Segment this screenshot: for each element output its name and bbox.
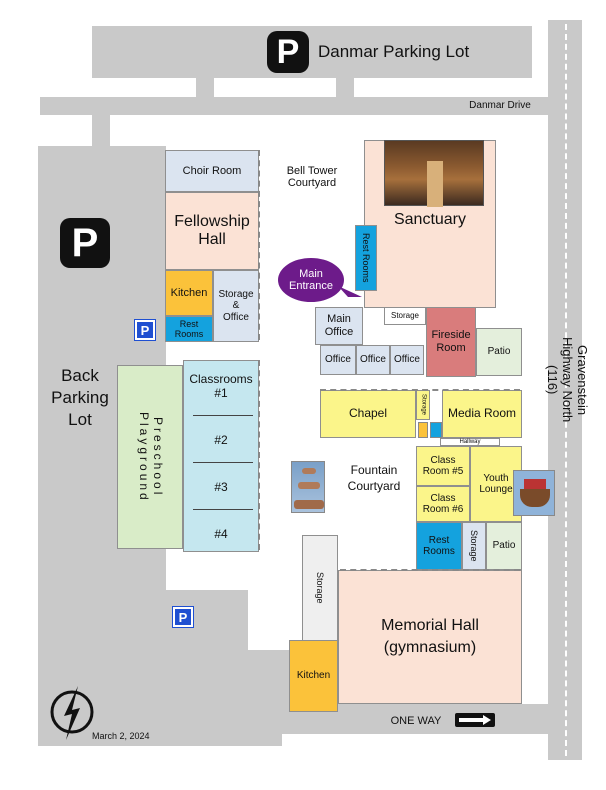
one-way-label: ONE WAY: [390, 715, 442, 727]
fountain-tier: [294, 500, 324, 509]
kitchen-south: Kitchen: [289, 640, 338, 712]
main-office: Main Office: [315, 307, 363, 345]
classroom-6: Class Room #6: [416, 486, 470, 522]
door-marking: [258, 150, 260, 340]
preschool-playground: Preschool Playground: [117, 365, 183, 549]
back-drive-connector: [92, 115, 110, 147]
classroom-5: Class Room #5: [416, 446, 470, 486]
classroom-divider: [193, 415, 253, 416]
restroom-chapel-orange: [418, 422, 428, 438]
lot-connector: [196, 78, 214, 98]
sanctuary-photo-aisle: [427, 161, 443, 207]
parking-icon: P: [60, 218, 110, 268]
storage-small: Storage: [384, 307, 426, 325]
north-arrow-ring: [50, 690, 94, 734]
north-arrow-icon: [50, 686, 94, 740]
restrooms-north: Rest Rooms: [165, 316, 213, 342]
danmar-drive: [40, 97, 548, 115]
restrooms-sanctuary: Rest Rooms: [355, 225, 377, 291]
office-3: Office: [390, 345, 424, 375]
entrance-arrow: [338, 286, 362, 297]
restrooms-south: Rest Rooms: [416, 522, 462, 570]
fountain-courtyard-label: Fountain Courtyard: [347, 463, 401, 493]
office-2: Office: [356, 345, 390, 375]
restroom-chapel-blue: [430, 422, 442, 438]
storage-gym: Storage: [302, 535, 338, 641]
storage-office: Storage & Office: [213, 270, 259, 342]
highway-center-line: [565, 24, 567, 756]
fountain-photo: [291, 461, 325, 513]
ark-hull: [520, 489, 550, 507]
fountain-tier: [298, 482, 320, 489]
north-arrow-pointer: [64, 686, 80, 740]
classrooms-block: [183, 360, 259, 552]
highway-label: Gravenstein Highway North (116): [545, 337, 590, 423]
lot-connector: [336, 78, 354, 98]
danmar-drive-label: Danmar Drive: [469, 100, 531, 111]
danmar-parking-lot-label: Danmar Parking Lot: [318, 42, 470, 61]
patio-south: Patio: [486, 522, 522, 570]
kitchen-north: Kitchen: [165, 270, 213, 316]
main-entrance-marker[interactable]: Main Entrance: [278, 258, 344, 302]
patio-north: Patio: [476, 328, 522, 376]
storage-south: Storage: [462, 522, 486, 570]
map-date: March 2, 2024: [92, 731, 150, 741]
door-marking: [258, 360, 260, 550]
lower-lot-step: [248, 650, 292, 710]
office-1: Office: [320, 345, 356, 375]
classroom-2: #2: [214, 433, 228, 447]
memorial-hall: Memorial Hall (gymnasium): [338, 570, 522, 704]
one-way-arrow-shape: [459, 715, 491, 725]
back-parking-lot-label: Back Parking Lot: [51, 366, 109, 430]
door-marking: [340, 569, 520, 571]
media-room: Media Room: [442, 390, 522, 438]
parking-icon: P: [267, 31, 309, 73]
accessible-parking-icon: P: [172, 606, 194, 628]
fireside-room: Fireside Room: [426, 307, 476, 377]
fountain-tier: [302, 468, 316, 474]
storage-chapel: Storage: [416, 390, 430, 420]
bell-tower-courtyard-label: Bell Tower Courtyard: [286, 165, 338, 189]
one-way-arrow-polygon: [459, 715, 491, 725]
classroom-1: Classrooms #1: [189, 372, 253, 400]
choir-room: Choir Room: [165, 150, 259, 192]
exit-drive: [38, 734, 282, 746]
fellowship-hall: Fellowship Hall: [165, 192, 259, 270]
classroom-4: #4: [214, 527, 228, 541]
hallway: Hallway: [440, 438, 500, 446]
one-way-arrow-icon: [455, 713, 495, 727]
accessible-parking-icon: P: [134, 319, 156, 341]
door-marking: [320, 389, 520, 391]
chapel: Chapel: [320, 390, 416, 438]
classroom-divider: [193, 509, 253, 510]
classroom-3: #3: [214, 480, 228, 494]
entrance-arrow-head: [338, 286, 362, 297]
youth-ark-photo: [513, 470, 555, 516]
sanctuary-photo: [384, 140, 484, 207]
danmar-parking-lot: [92, 26, 532, 78]
ark-roof: [524, 479, 546, 489]
classroom-divider: [193, 462, 253, 463]
